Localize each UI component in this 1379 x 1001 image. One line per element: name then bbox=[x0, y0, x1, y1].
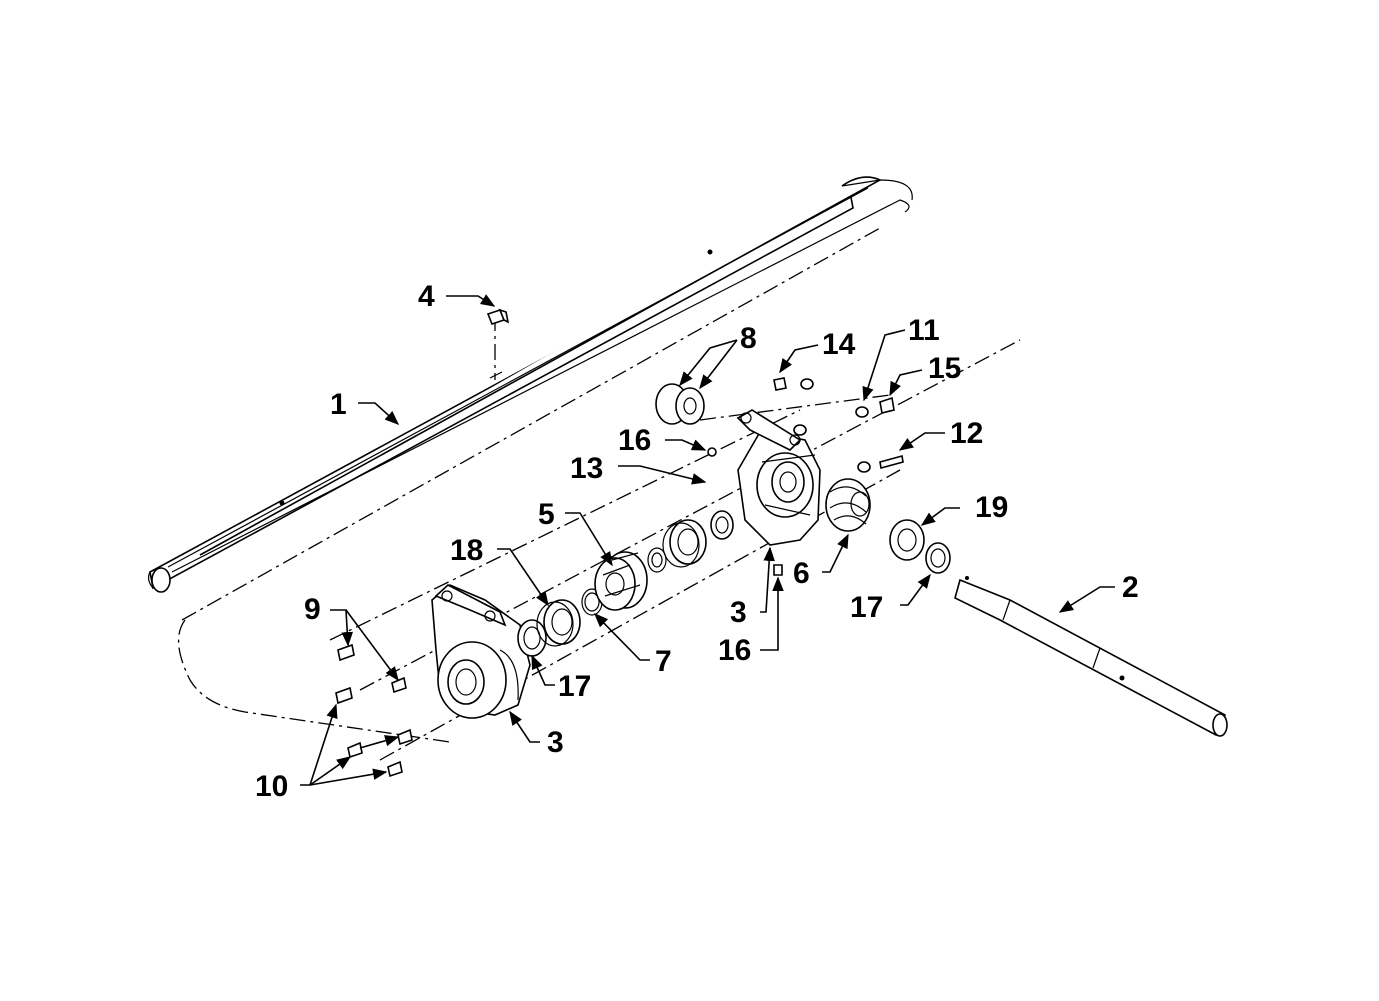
part-4-key bbox=[486, 308, 510, 325]
callout-17-left: 17 bbox=[558, 670, 591, 703]
bearing-center bbox=[662, 519, 707, 568]
part-16-pin-top bbox=[707, 447, 717, 457]
callout-12: 12 bbox=[950, 417, 983, 450]
callout-7: 7 bbox=[655, 645, 672, 678]
seal-center bbox=[710, 510, 734, 540]
callout-18: 18 bbox=[450, 534, 483, 567]
part-12-pin bbox=[857, 454, 904, 473]
callout-14: 14 bbox=[822, 328, 856, 361]
callout-4: 4 bbox=[418, 280, 435, 313]
callout-10: 10 bbox=[255, 770, 288, 803]
callout-13: 13 bbox=[570, 452, 603, 485]
callout-6: 6 bbox=[793, 557, 810, 590]
part-1-tube bbox=[147, 176, 913, 593]
washer-center bbox=[647, 547, 667, 573]
nut-top bbox=[800, 378, 814, 390]
axis-line-f bbox=[699, 394, 891, 421]
callout-15: 15 bbox=[928, 352, 961, 385]
part-11-nut bbox=[855, 406, 869, 418]
callout-1: 1 bbox=[330, 388, 347, 421]
part-9-bolt bbox=[337, 643, 407, 694]
part-10-bolts bbox=[335, 686, 413, 778]
callout-8: 8 bbox=[740, 322, 757, 355]
callout-16-bottom: 16 bbox=[718, 634, 751, 667]
leader-lines bbox=[300, 294, 1115, 786]
callout-9: 9 bbox=[304, 593, 321, 626]
assembly-outline bbox=[177, 619, 451, 743]
part-3-right-housing bbox=[736, 409, 821, 546]
axis-line-b bbox=[329, 409, 801, 641]
callout-17-right: 17 bbox=[850, 591, 883, 624]
part-18-bearing bbox=[536, 599, 581, 647]
part-19-bearing bbox=[889, 519, 925, 561]
nut-mid bbox=[793, 424, 807, 436]
axis-line-a bbox=[181, 227, 881, 621]
part-17-seal-right bbox=[925, 542, 951, 574]
part-15-bolt bbox=[879, 396, 895, 414]
part-6-worm bbox=[825, 478, 871, 532]
callout-2: 2 bbox=[1122, 571, 1139, 604]
part-2-shaft bbox=[954, 576, 1228, 737]
part-3-left-housing bbox=[431, 584, 531, 719]
callout-11: 11 bbox=[908, 314, 940, 347]
callout-3-left: 3 bbox=[547, 726, 564, 759]
part-14-nut bbox=[773, 377, 787, 391]
callout-16-top: 16 bbox=[618, 424, 651, 457]
callout-19: 19 bbox=[975, 491, 1008, 524]
callout-5: 5 bbox=[538, 498, 555, 531]
callouts: 1 2 3 3 4 5 6 7 8 9 10 11 12 13 14 15 16… bbox=[255, 280, 1139, 803]
part-5-gear bbox=[594, 551, 648, 611]
part-16-pin-bottom bbox=[773, 564, 783, 576]
callout-3-right: 3 bbox=[730, 596, 747, 629]
part-8-sprocket bbox=[655, 383, 705, 425]
